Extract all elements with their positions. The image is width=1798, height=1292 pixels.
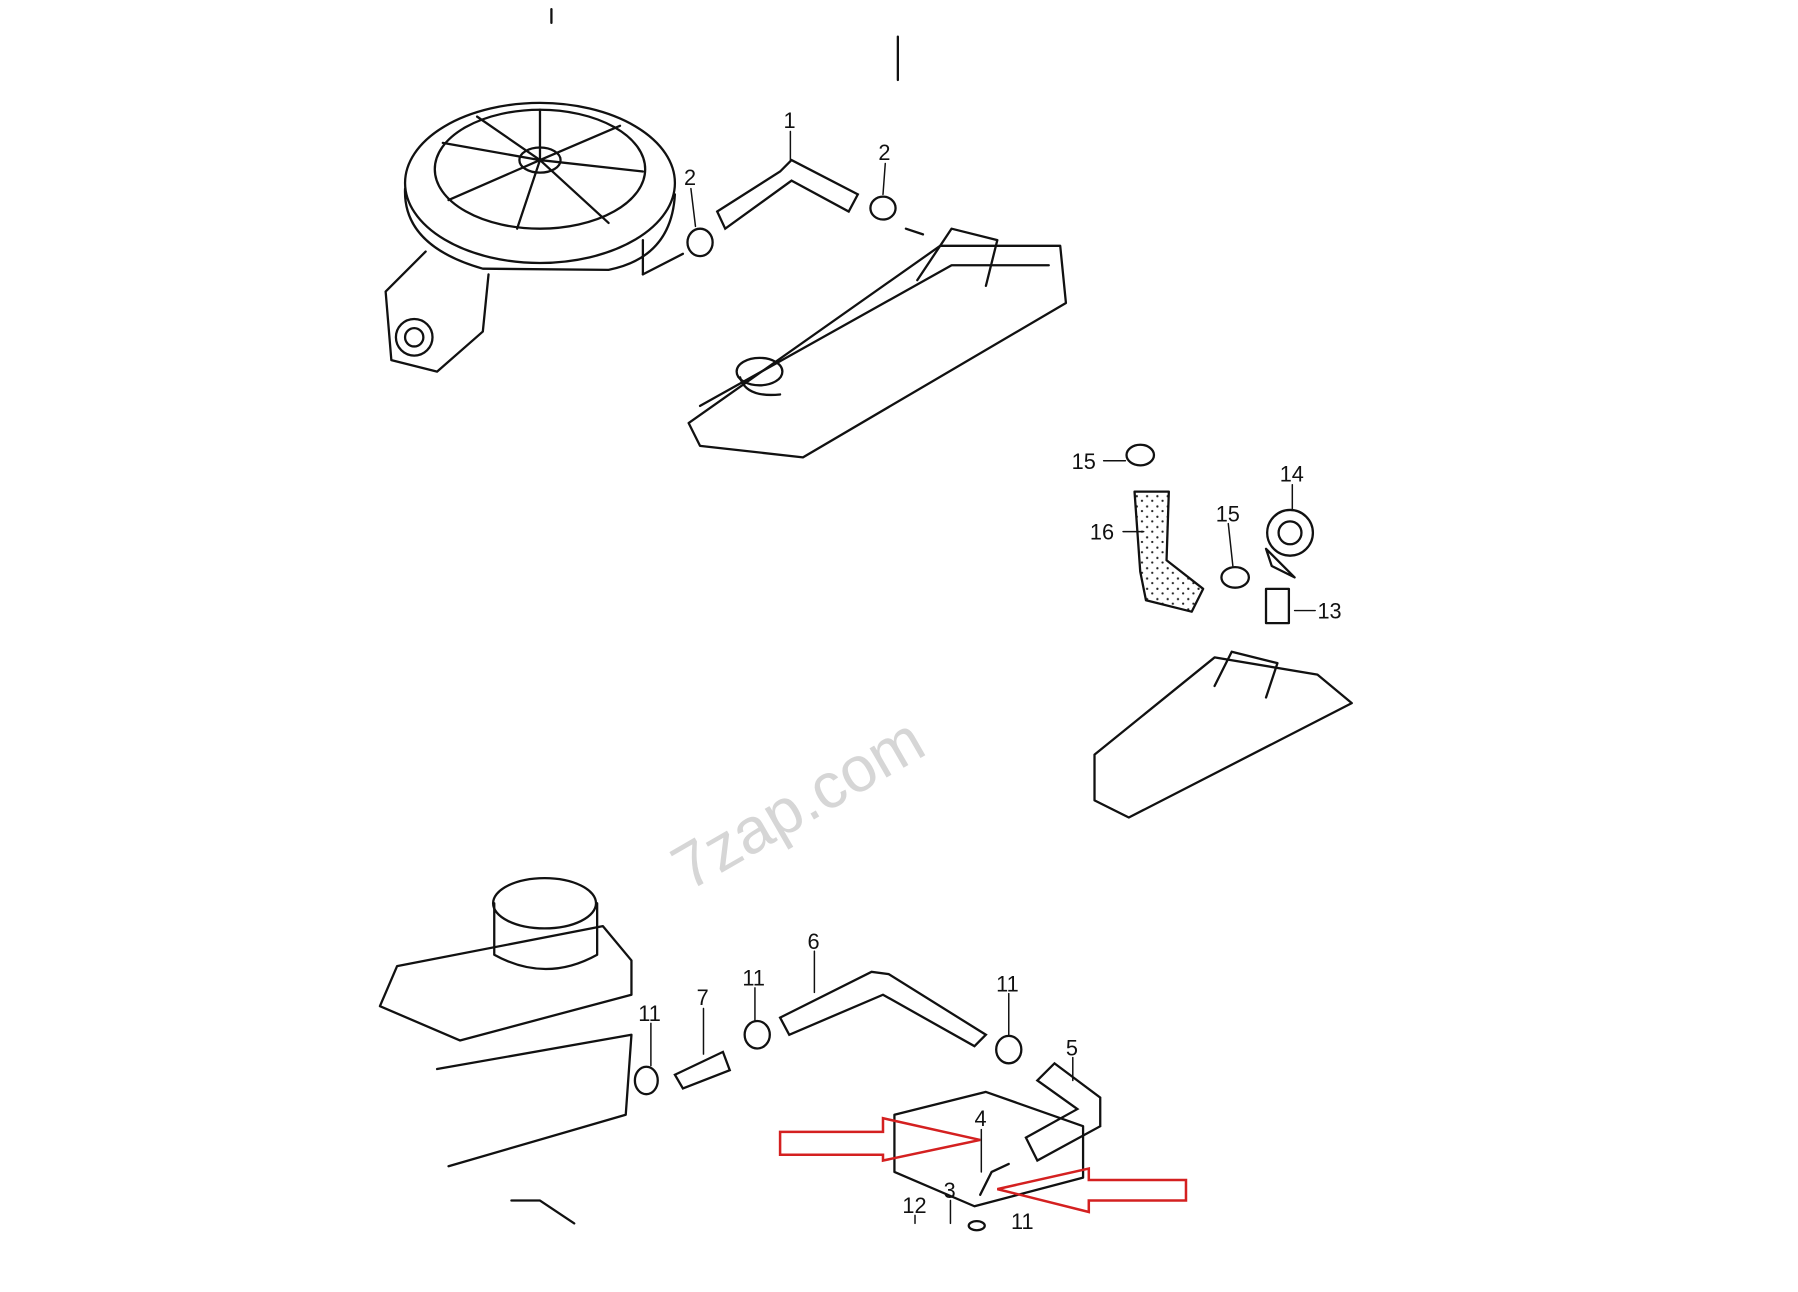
callout-11: 11 xyxy=(996,971,1019,996)
callout-14: 14 xyxy=(1280,461,1304,486)
callout-5: 5 xyxy=(1066,1035,1078,1060)
breather-assembly xyxy=(1093,443,1353,819)
hose-part-7 xyxy=(673,1050,732,1090)
valve-cover xyxy=(687,227,1068,459)
hose-part-1 xyxy=(715,158,860,231)
callout-4: 4 xyxy=(974,1106,986,1131)
callout-12: 12 xyxy=(902,1193,926,1218)
red-arrow-right xyxy=(997,1166,1188,1214)
highlight-box xyxy=(893,1090,1085,1208)
callout-2: 2 xyxy=(684,165,696,190)
callout-16: 16 xyxy=(1090,520,1114,545)
callout-11: 11 xyxy=(1011,1209,1034,1234)
clamp-part-2 xyxy=(686,195,897,258)
intake-manifold xyxy=(378,876,633,1225)
air-filter-housing xyxy=(384,101,685,373)
callout-13: 13 xyxy=(1317,599,1341,624)
callout-1: 1 xyxy=(784,108,796,133)
callout-7: 7 xyxy=(697,985,709,1010)
callout-3: 3 xyxy=(944,1178,956,1203)
watermark: 7zap.com xyxy=(660,703,936,904)
clamp-part-11 xyxy=(633,1019,1023,1232)
callout-15: 15 xyxy=(1216,501,1240,526)
callout-6: 6 xyxy=(808,929,820,954)
callout-11: 11 xyxy=(638,1001,661,1026)
hose-part-5 xyxy=(1024,1061,1102,1163)
leader-lines xyxy=(650,130,1316,1225)
red-arrow-left xyxy=(778,1116,981,1163)
callout-2: 2 xyxy=(878,140,890,165)
hose-part-6 xyxy=(778,970,988,1048)
callout-15: 15 xyxy=(1072,449,1096,474)
callout-11: 11 xyxy=(742,966,765,991)
elbow-part-3 xyxy=(979,1162,1010,1196)
